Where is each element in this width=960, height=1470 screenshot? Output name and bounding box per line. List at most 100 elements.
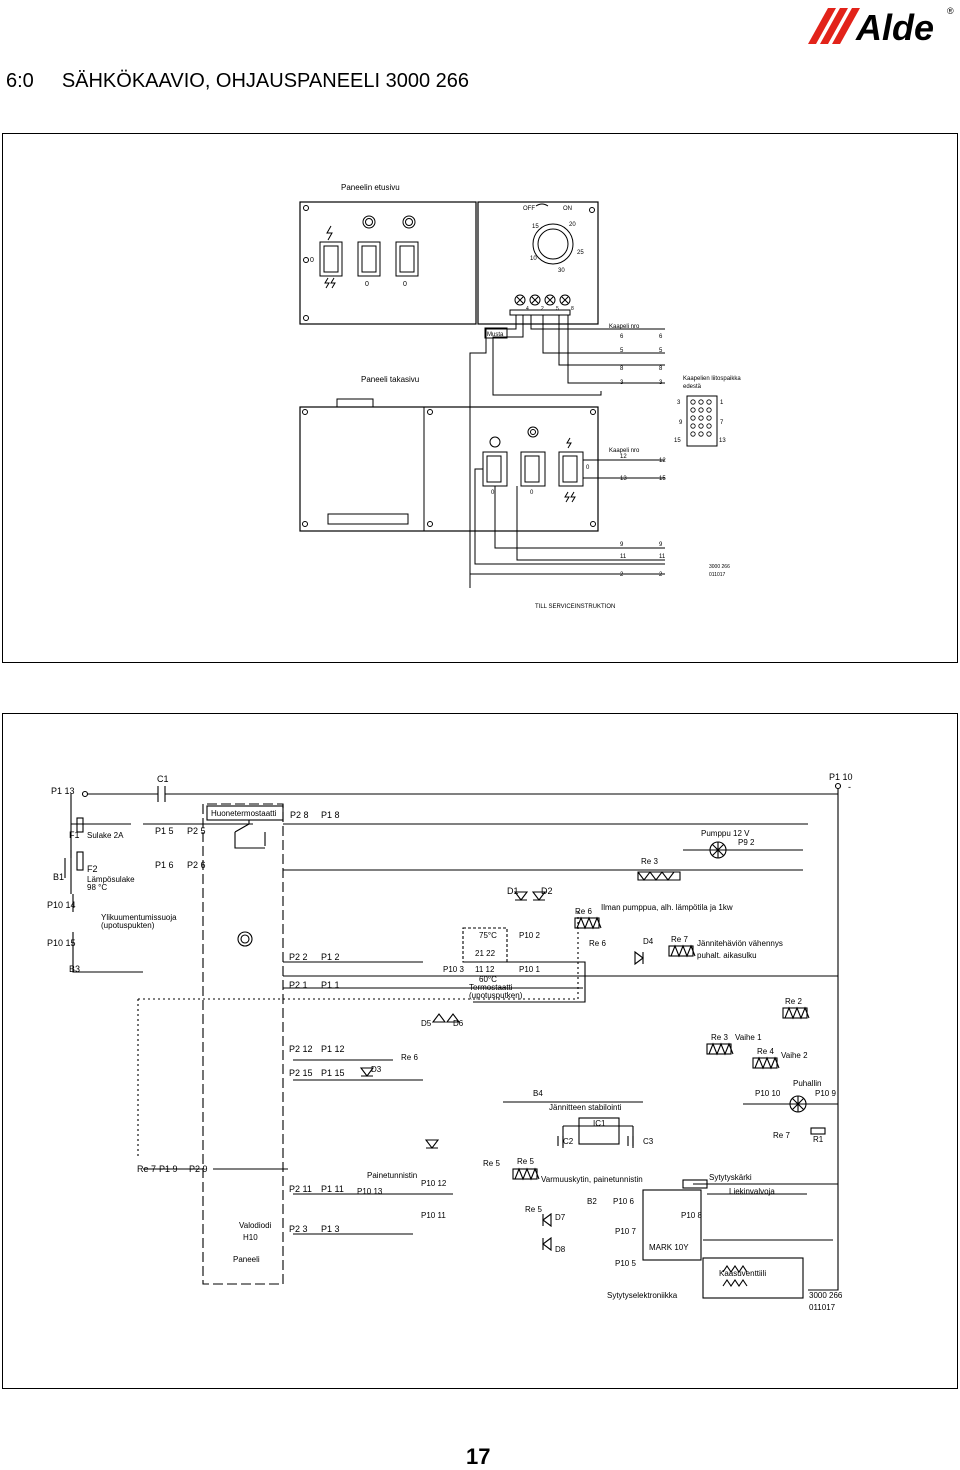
on-label: ON (563, 206, 572, 212)
svg-text:Jännitehäviön vähennys: Jännitehäviön vähennys (697, 939, 783, 948)
svg-text:P10 9: P10 9 (815, 1089, 836, 1098)
svg-text:P10 8: P10 8 (681, 1211, 702, 1220)
off-label: OFF (523, 206, 535, 212)
svg-text:P10 13: P10 13 (357, 1187, 383, 1196)
svg-text:Re 6: Re 6 (589, 939, 606, 948)
svg-text:C1: C1 (157, 774, 169, 784)
svg-text:0: 0 (310, 257, 314, 264)
svg-text:P1 5: P1 5 (155, 826, 174, 836)
svg-text:(upotusputken): (upotusputken) (469, 991, 523, 1000)
svg-text:H10: H10 (243, 1233, 258, 1242)
svg-text:Vaihe 1: Vaihe 1 (735, 1033, 762, 1042)
svg-text:2: 2 (620, 572, 624, 578)
svg-text:B4: B4 (533, 1089, 543, 1098)
svg-text:B1: B1 (53, 872, 64, 882)
svg-text:0: 0 (586, 465, 590, 471)
svg-text:®: ® (947, 6, 954, 16)
svg-text:R1: R1 (813, 1135, 824, 1144)
svg-text:P10 6: P10 6 (613, 1197, 634, 1206)
svg-text:0: 0 (365, 281, 369, 288)
svg-text:13: 13 (620, 476, 627, 482)
svg-text:puhalt. aikasulku: puhalt. aikasulku (697, 951, 757, 960)
svg-text:15: 15 (532, 224, 539, 230)
alde-logo: Alde ® (806, 4, 956, 48)
svg-text:P2 6: P2 6 (187, 860, 206, 870)
svg-text:Re 5: Re 5 (517, 1157, 534, 1166)
svg-text:3: 3 (659, 380, 663, 386)
svg-text:Re 2: Re 2 (785, 997, 802, 1006)
svg-text:P10 2: P10 2 (519, 931, 540, 940)
svg-text:Sytytyskärki: Sytytyskärki (709, 1173, 752, 1182)
svg-text:P2 1: P2 1 (289, 980, 308, 990)
wiring-schematic: P1 13 C1 P1 10 - Huonetermostaatti P2 8 … (2, 713, 958, 1389)
svg-text:Pumppu 12 V: Pumppu 12 V (701, 829, 750, 838)
svg-text:P1 6: P1 6 (155, 860, 174, 870)
svg-text:11 12: 11 12 (475, 965, 495, 974)
svg-text:D6: D6 (453, 1019, 464, 1028)
section-title: SÄHKÖKAAVIO, OHJAUSPANEELI 3000 266 (61, 70, 470, 92)
svg-text:15: 15 (674, 438, 681, 444)
svg-text:9: 9 (679, 420, 683, 426)
svg-text:Kaapeli nro: Kaapeli nro (609, 324, 640, 330)
svg-text:Termostaatti: Termostaatti (469, 983, 513, 992)
svg-text:Re 5: Re 5 (525, 1205, 542, 1214)
svg-text:P10 11: P10 11 (421, 1211, 446, 1220)
svg-text:P2 9: P2 9 (189, 1164, 208, 1174)
svg-text:P10 7: P10 7 (615, 1227, 636, 1236)
svg-text:3000 266: 3000 266 (809, 1291, 843, 1300)
svg-text:D8: D8 (555, 1245, 566, 1254)
svg-text:P1 13: P1 13 (51, 786, 75, 796)
svg-text:5: 5 (620, 348, 624, 354)
svg-text:P10 3: P10 3 (443, 965, 464, 974)
svg-text:D3: D3 (371, 1065, 382, 1074)
page-number: 17 (466, 1444, 491, 1469)
musta-label: Musta (487, 332, 504, 338)
svg-text:Liekinvalvoja: Liekinvalvoja (729, 1187, 775, 1196)
svg-text:Lämpösulake: Lämpösulake (87, 875, 135, 884)
svg-text:3: 3 (677, 400, 681, 406)
svg-text:8: 8 (620, 366, 624, 372)
front-panel-title: Paneelin etusivu (341, 183, 400, 192)
svg-text:IC1: IC1 (593, 1119, 606, 1128)
svg-text:0: 0 (403, 281, 407, 288)
svg-text:21 22: 21 22 (475, 949, 496, 958)
svg-text:Puhallin: Puhallin (793, 1079, 821, 1088)
svg-text:Re 5: Re 5 (483, 1159, 500, 1168)
svg-text:D2: D2 (541, 886, 553, 896)
svg-text:P1 8: P1 8 (321, 810, 340, 820)
svg-text:Re 6: Re 6 (401, 1053, 418, 1062)
svg-text:B3: B3 (69, 964, 80, 974)
svg-text:P10 14: P10 14 (47, 900, 76, 910)
svg-text:1: 1 (720, 400, 724, 406)
svg-text:P2 11: P2 11 (289, 1184, 312, 1194)
svg-text:Kaapeli nro: Kaapeli nro (609, 448, 640, 454)
svg-text:P10 15: P10 15 (47, 938, 76, 948)
svg-text:Kaapelien liitospaikka: Kaapelien liitospaikka (683, 376, 741, 382)
svg-text:edestä: edestä (683, 384, 702, 390)
svg-text:P1 15: P1 15 (321, 1068, 345, 1078)
svg-text:25: 25 (577, 250, 584, 256)
svg-text:P9 2: P9 2 (738, 838, 755, 847)
svg-text:D5: D5 (421, 1019, 432, 1028)
svg-text:P1 10: P1 10 (829, 772, 853, 782)
svg-text:P10 12: P10 12 (421, 1179, 447, 1188)
svg-text:P2 3: P2 3 (289, 1224, 308, 1234)
svg-text:011017: 011017 (809, 1303, 836, 1312)
svg-text:Varmuuskytin, painetunnistin: Varmuuskytin, painetunnistin (541, 1175, 643, 1184)
panel-wiring-diagram: Paneelin etusivu 0 0 0 OFF ON 15 20 25 1… (2, 133, 958, 663)
svg-text:8: 8 (571, 306, 574, 312)
svg-text:P1 3: P1 3 (321, 1224, 340, 1234)
svg-text:20: 20 (569, 222, 576, 228)
service-label: TILL SERVICEINSTRUKTION (535, 604, 615, 610)
svg-text:Sulake 2A: Sulake 2A (87, 831, 124, 840)
svg-text:6: 6 (659, 334, 663, 340)
svg-text:MARK 10Y: MARK 10Y (649, 1243, 689, 1252)
svg-text:11: 11 (620, 554, 627, 560)
svg-text:2: 2 (659, 572, 663, 578)
svg-text:P10 5: P10 5 (615, 1259, 636, 1268)
svg-text:D4: D4 (643, 937, 654, 946)
svg-text:11: 11 (659, 554, 666, 560)
svg-text:60°C: 60°C (479, 975, 497, 984)
svg-text:Re 3: Re 3 (641, 857, 658, 866)
